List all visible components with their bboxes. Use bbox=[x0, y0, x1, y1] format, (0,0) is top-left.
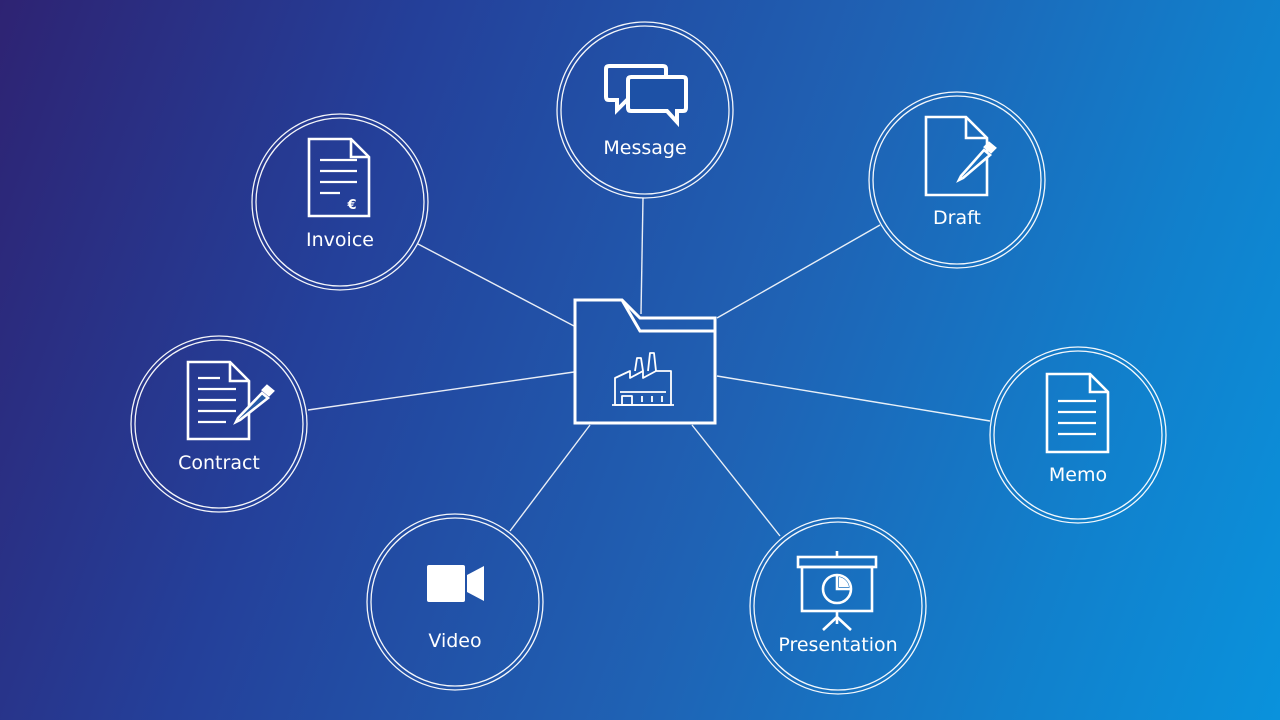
document-pencil-icon bbox=[924, 115, 997, 197]
connector-contract bbox=[307, 371, 575, 411]
connectors bbox=[307, 197, 991, 537]
node-contract[interactable]: Contract bbox=[130, 335, 308, 513]
node-contract-label: Contract bbox=[178, 452, 260, 474]
node-presentation[interactable]: Presentation bbox=[749, 517, 927, 695]
connector-draft bbox=[716, 224, 881, 319]
invoice-euro-icon: € bbox=[307, 137, 371, 218]
presentation-board-icon bbox=[796, 551, 878, 631]
node-memo[interactable]: Memo bbox=[989, 346, 1167, 524]
connector-memo bbox=[716, 375, 991, 422]
video-camera-icon bbox=[427, 565, 484, 602]
node-contract-outer-ring bbox=[130, 335, 308, 513]
folder-tab-line bbox=[620, 299, 715, 333]
node-video-label: Video bbox=[428, 630, 481, 652]
node-invoice-label: Invoice bbox=[306, 229, 374, 251]
node-message-outer-ring bbox=[556, 21, 734, 199]
node-invoice-inner-ring bbox=[255, 117, 425, 287]
node-memo-label: Memo bbox=[1049, 464, 1107, 486]
node-presentation-outer-ring bbox=[749, 517, 927, 695]
node-presentation-label: Presentation bbox=[778, 634, 897, 656]
node-memo-inner-ring bbox=[993, 350, 1163, 520]
node-video-outer-ring bbox=[366, 513, 544, 691]
connector-presentation bbox=[691, 424, 781, 537]
contract-pencil-icon bbox=[186, 360, 275, 441]
node-video[interactable]: Video bbox=[366, 513, 544, 691]
svg-text:€: € bbox=[346, 198, 356, 213]
node-message-label: Message bbox=[603, 137, 686, 159]
factory-icon bbox=[612, 352, 674, 406]
connector-message bbox=[640, 197, 644, 315]
node-message-inner-ring bbox=[560, 25, 730, 195]
node-invoice-outer-ring bbox=[251, 113, 429, 291]
node-draft-outer-ring bbox=[868, 91, 1046, 269]
node-memo-outer-ring bbox=[989, 346, 1167, 524]
node-draft[interactable]: Draft bbox=[868, 91, 1046, 269]
node-message[interactable]: Message bbox=[556, 21, 734, 199]
chat-bubbles-icon bbox=[604, 64, 688, 128]
central-folder[interactable] bbox=[573, 298, 717, 425]
node-invoice[interactable]: € Invoice bbox=[251, 113, 429, 291]
node-draft-inner-ring bbox=[872, 95, 1042, 265]
connector-invoice bbox=[417, 243, 575, 327]
node-draft-label: Draft bbox=[933, 207, 981, 229]
node-contract-inner-ring bbox=[134, 339, 304, 509]
document-icon bbox=[1045, 372, 1110, 454]
node-presentation-inner-ring bbox=[753, 521, 923, 691]
node-video-inner-ring bbox=[370, 517, 540, 687]
connector-video bbox=[509, 424, 591, 532]
